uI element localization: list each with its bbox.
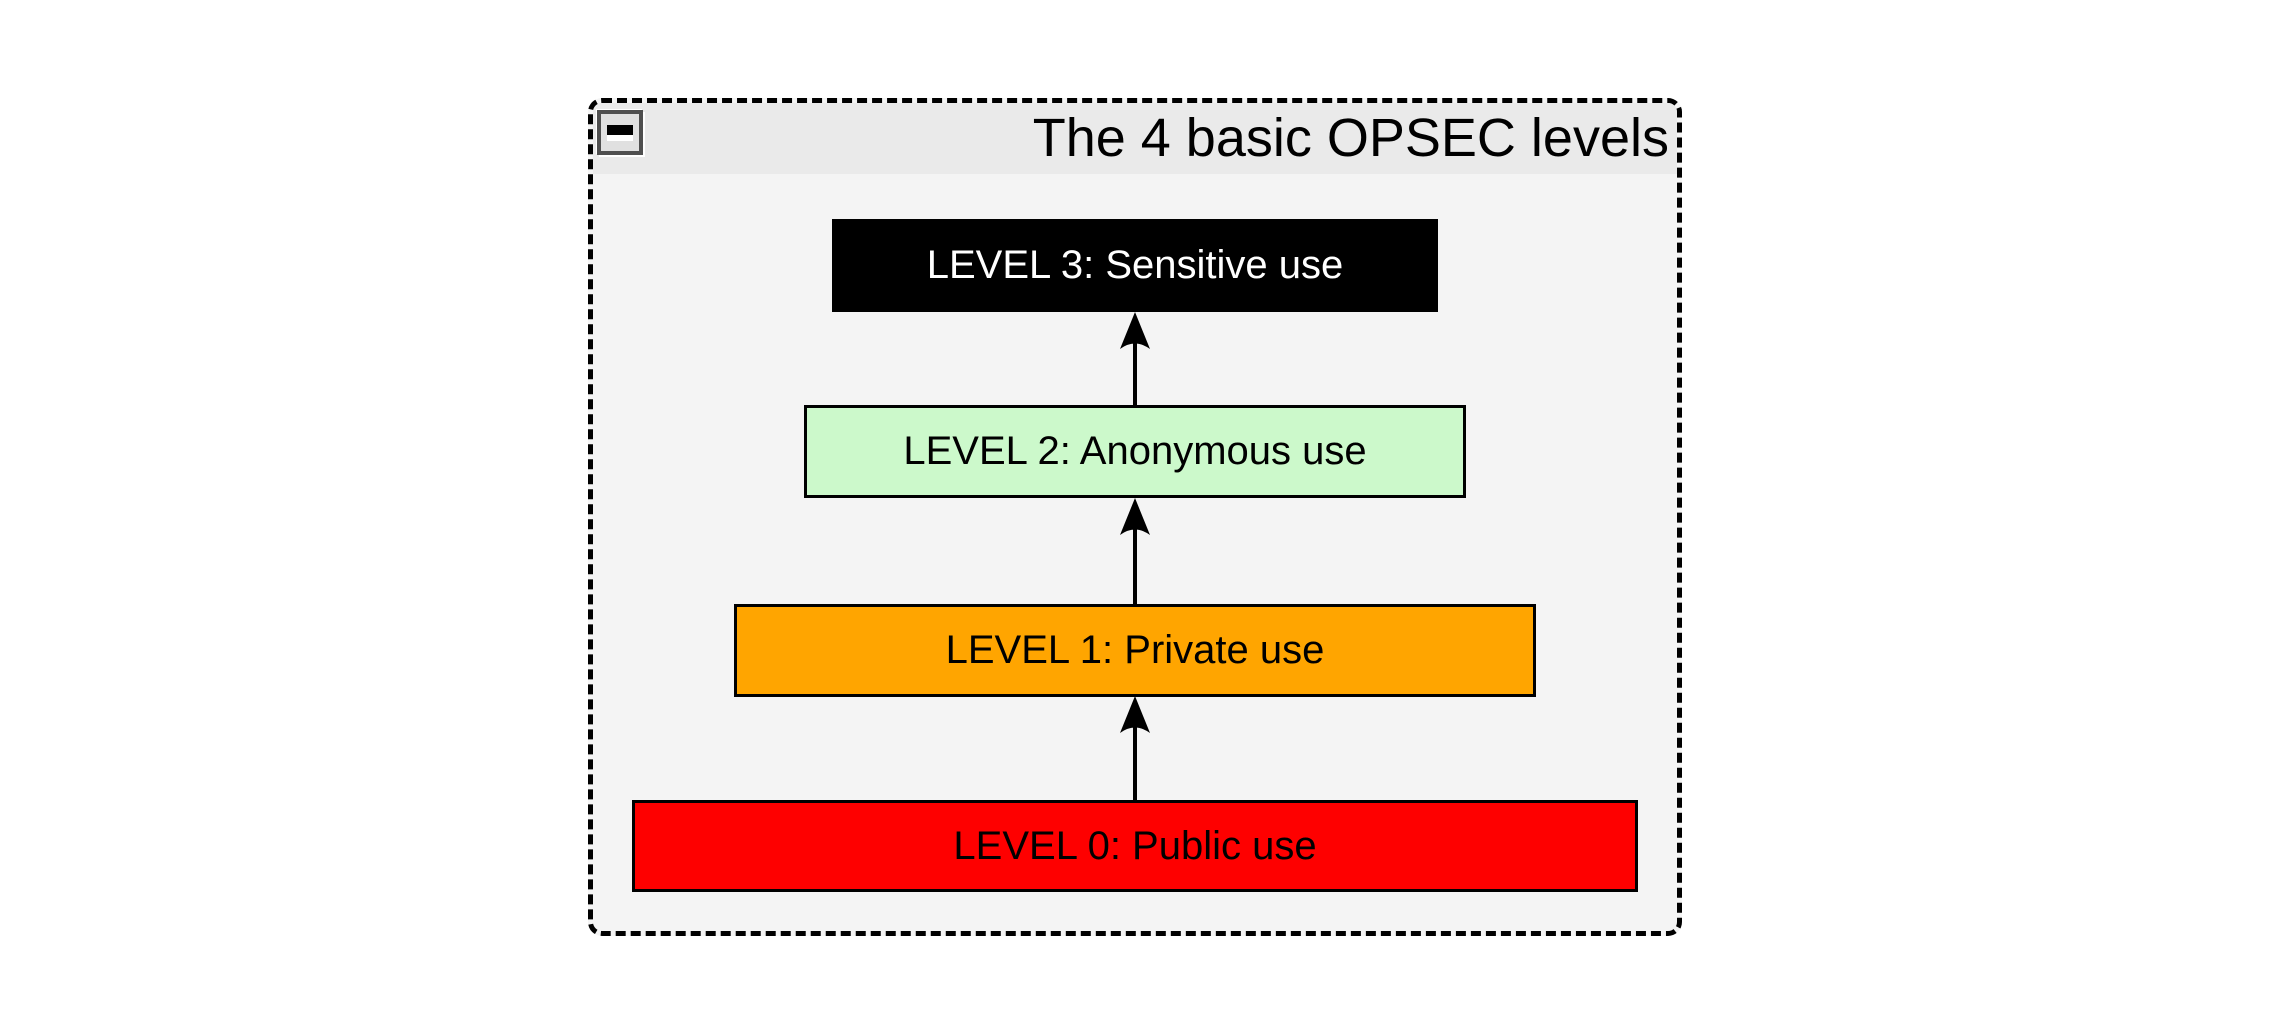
level-2-label: LEVEL 2: Anonymous use: [903, 429, 1367, 473]
level-0-label: LEVEL 0: Public use: [953, 823, 1317, 868]
level-3-label: LEVEL 3: Sensitive use: [926, 243, 1344, 287]
arrow-up-icon: [1120, 498, 1150, 604]
minimize-icon: [607, 124, 633, 135]
window-titlebar: The 4 basic OPSEC levels: [593, 103, 1677, 174]
arrow-up-icon: [1120, 312, 1150, 405]
level-1-label: LEVEL 1: Private use: [945, 628, 1325, 672]
arrow-up-icon: [1120, 696, 1150, 800]
level-box-1: LEVEL 1: Private use: [734, 604, 1536, 697]
opsec-window: The 4 basic OPSEC levels LEVEL 3: Sensit…: [588, 98, 1682, 936]
window-title: The 4 basic OPSEC levels: [1032, 108, 1669, 168]
minimize-button[interactable]: [597, 110, 643, 155]
level-box-2: LEVEL 2: Anonymous use: [804, 405, 1466, 498]
level-box-0: LEVEL 0: Public use: [632, 800, 1638, 892]
level-box-3: LEVEL 3: Sensitive use: [832, 219, 1438, 312]
